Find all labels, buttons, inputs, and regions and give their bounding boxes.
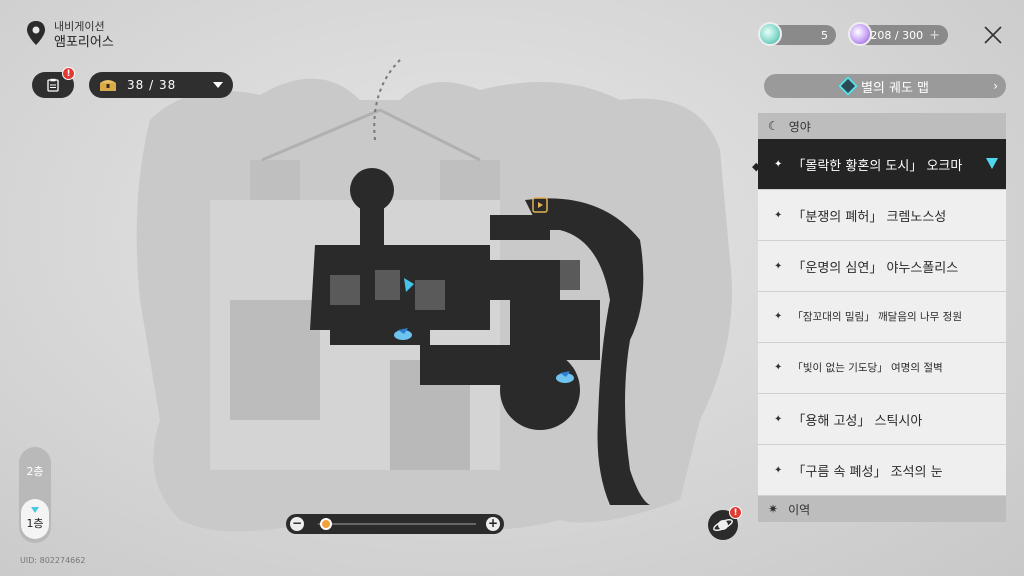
zoom-slider-handle[interactable]	[319, 518, 332, 530]
map-walkable-area	[310, 168, 650, 506]
star-bullet-icon: ✦	[774, 464, 783, 476]
clipboard-icon	[47, 78, 59, 92]
zoom-track[interactable]	[318, 523, 476, 525]
stellar-jade-counter[interactable]: 5	[758, 22, 836, 46]
star-bullet-icon: ✦	[774, 158, 783, 170]
selected-pointer-icon: ◆	[752, 160, 761, 173]
chest-counter-dropdown[interactable]: 38 / 38	[89, 72, 233, 98]
stellar-jade-icon	[758, 22, 782, 46]
star-bullet-icon: ✦	[774, 362, 783, 373]
exit-door-icon[interactable]	[532, 197, 548, 213]
stellar-jade-value: 5	[821, 28, 828, 42]
location-name: 앰포리어스	[54, 35, 114, 50]
trailblaze-power-counter[interactable]: 208 / 300 +	[848, 22, 948, 46]
close-icon[interactable]	[982, 24, 1004, 46]
uid-label: UID: 802274662	[20, 556, 86, 565]
add-power-button[interactable]: +	[929, 27, 940, 43]
notification-badge: !	[729, 506, 742, 519]
star-bullet-icon: ✦	[774, 413, 783, 425]
compass-star-icon: ✷	[768, 502, 779, 516]
category-wild[interactable]: ☾ 영야	[758, 113, 1006, 139]
trailblaze-power-value: 208 / 300	[870, 28, 924, 42]
region-item-janusopolis[interactable]: ✦ 「운명의 심연」 야누스폴리스	[758, 241, 1006, 292]
region-label: 「운명의 심연」 야누스폴리스	[792, 260, 959, 276]
treasure-chest-icon	[100, 80, 116, 91]
region-label: 「빛이 없는 기도당」 여명의 절벽	[792, 362, 943, 374]
zoom-out-button[interactable]: −	[290, 516, 304, 531]
region-label: 「몰락한 황혼의 도시」 오크마	[792, 158, 963, 174]
category-other[interactable]: ✷ 이역	[758, 496, 1006, 522]
planet-icon	[713, 518, 733, 532]
region-label: 「용해 고성」 스틱시아	[792, 413, 923, 429]
region-item-grove[interactable]: ✦ 「잠꼬대의 밀림」 깨달음의 나무 정원	[758, 292, 1006, 343]
region-item-dawn-cliff[interactable]: ✦ 「빛이 없는 기도당」 여명의 절벽	[758, 343, 1006, 394]
star-gem-icon	[838, 76, 858, 96]
map-canvas[interactable]	[0, 0, 760, 576]
floor-1-button[interactable]: 1층	[21, 499, 49, 539]
region-item-tides-eye[interactable]: ✦ 「구름 속 폐성」 조석의 눈	[758, 445, 1006, 496]
category-label: 이역	[788, 502, 811, 517]
category-label: 영야	[788, 119, 811, 134]
region-item-okhema[interactable]: ✦ 「몰락한 황혼의 도시」 오크마	[758, 139, 1006, 190]
star-header-title: 별의 궤도 맵	[860, 80, 930, 96]
region-label: 「구름 속 폐성」 조석의 눈	[792, 464, 943, 480]
dropdown-arrow-icon	[213, 82, 223, 88]
star-rail-map-button[interactable]: 별의 궤도 맵 ›	[764, 74, 1006, 98]
zoom-in-button[interactable]: +	[486, 516, 500, 531]
zoom-bar: − +	[286, 514, 504, 534]
moon-icon: ☾	[768, 119, 779, 133]
current-floor-marker-icon	[31, 507, 39, 513]
teleport-waypoint-icon[interactable]	[394, 328, 412, 340]
region-label: 「잠꼬대의 밀림」 깨달음의 나무 정원	[792, 311, 962, 323]
region-list: ☾ 영야 ✦ 「몰락한 황혼의 도시」 오크마 ✦ 「분쟁의 폐허」 크렘노스성…	[758, 113, 1006, 522]
floor-2-button[interactable]: 2층	[21, 451, 49, 491]
current-location-marker-icon	[986, 158, 998, 169]
region-item-styxia[interactable]: ✦ 「용해 고성」 스틱시아	[758, 394, 1006, 445]
teleport-waypoint-icon[interactable]	[556, 371, 574, 383]
star-bullet-icon: ✦	[774, 311, 783, 322]
location-header: 내비게이션 앰포리어스	[26, 20, 114, 52]
star-bullet-icon: ✦	[774, 209, 783, 221]
player-position-icon	[404, 278, 414, 292]
notification-badge: !	[62, 67, 75, 80]
floor-label: 1층	[26, 517, 44, 530]
region-item-kremnos[interactable]: ✦ 「분쟁의 폐허」 크렘노스성	[758, 190, 1006, 241]
chest-count: 38 / 38	[127, 78, 177, 92]
map-building-details	[330, 260, 580, 310]
trailblaze-power-icon	[848, 22, 872, 46]
region-label: 「분쟁의 폐허」 크렘노스성	[792, 209, 947, 225]
map-pin-icon	[27, 21, 45, 45]
chevron-right-icon: ›	[993, 79, 998, 93]
floor-selector: 2층 1층	[19, 447, 51, 543]
location-label: 내비게이션	[54, 20, 105, 33]
floor-label: 2층	[26, 465, 44, 478]
star-bullet-icon: ✦	[774, 260, 783, 272]
